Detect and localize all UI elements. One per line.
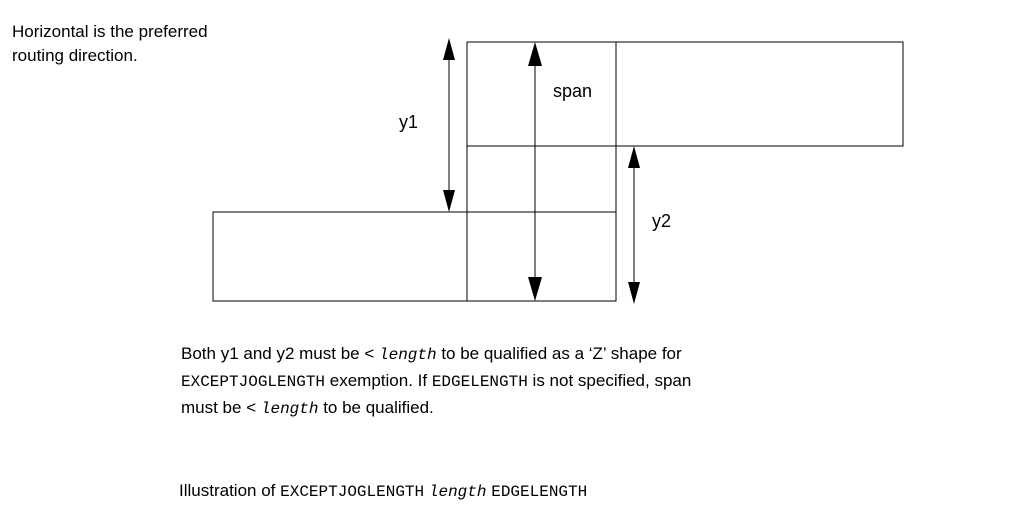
y1-dimension-arrow — [443, 38, 455, 212]
edgelength-keyword: EDGELENGTH — [431, 373, 528, 391]
caption-text: to be qualified. — [318, 398, 434, 417]
note-line-1: Horizontal is the preferred — [12, 22, 208, 41]
y2-label: y2 — [652, 211, 671, 231]
caption-text: exemption. If — [325, 371, 432, 390]
title-keyword-exceptjoglength: EXCEPTJOGLENGTH — [280, 483, 425, 501]
vertical-wire — [466, 41, 617, 302]
caption-text: Both y1 and y2 must be < — [181, 344, 379, 363]
lower-horizontal-wire — [212, 211, 617, 302]
title-keyword-length: length — [428, 483, 487, 501]
figure-title: Illustration of EXCEPTJOGLENGTH length E… — [179, 479, 587, 504]
caption-text: to be qualified as a ‘Z’ shape for — [436, 344, 682, 363]
caption-line-3: must be < length to be qualified. — [181, 395, 881, 422]
exceptjoglength-keyword: EXCEPTJOGLENGTH — [181, 373, 326, 391]
span-label: span — [553, 81, 592, 101]
caption-text: must be < — [181, 398, 261, 417]
y2-dimension-arrow — [628, 146, 640, 304]
length-keyword: length — [260, 400, 319, 418]
caption-line-2: EXCEPTJOGLENGTH exemption. If EDGELENGTH… — [181, 368, 881, 395]
qualification-caption: Both y1 and y2 must be < length to be qu… — [181, 341, 881, 422]
title-keyword-edgelength: EDGELENGTH — [491, 483, 588, 501]
routing-direction-note: Horizontal is the preferred routing dire… — [12, 20, 292, 68]
span-dimension-arrow — [528, 42, 542, 301]
z-shape-diagram: y1 span y2 — [212, 38, 904, 304]
title-prefix: Illustration of — [179, 481, 281, 500]
note-line-2: routing direction. — [12, 46, 138, 65]
y1-label: y1 — [399, 112, 418, 132]
caption-line-1: Both y1 and y2 must be < length to be qu… — [181, 341, 881, 368]
upper-horizontal-wire — [466, 41, 904, 147]
caption-text: is not specified, span — [527, 371, 692, 390]
length-keyword: length — [378, 346, 437, 364]
